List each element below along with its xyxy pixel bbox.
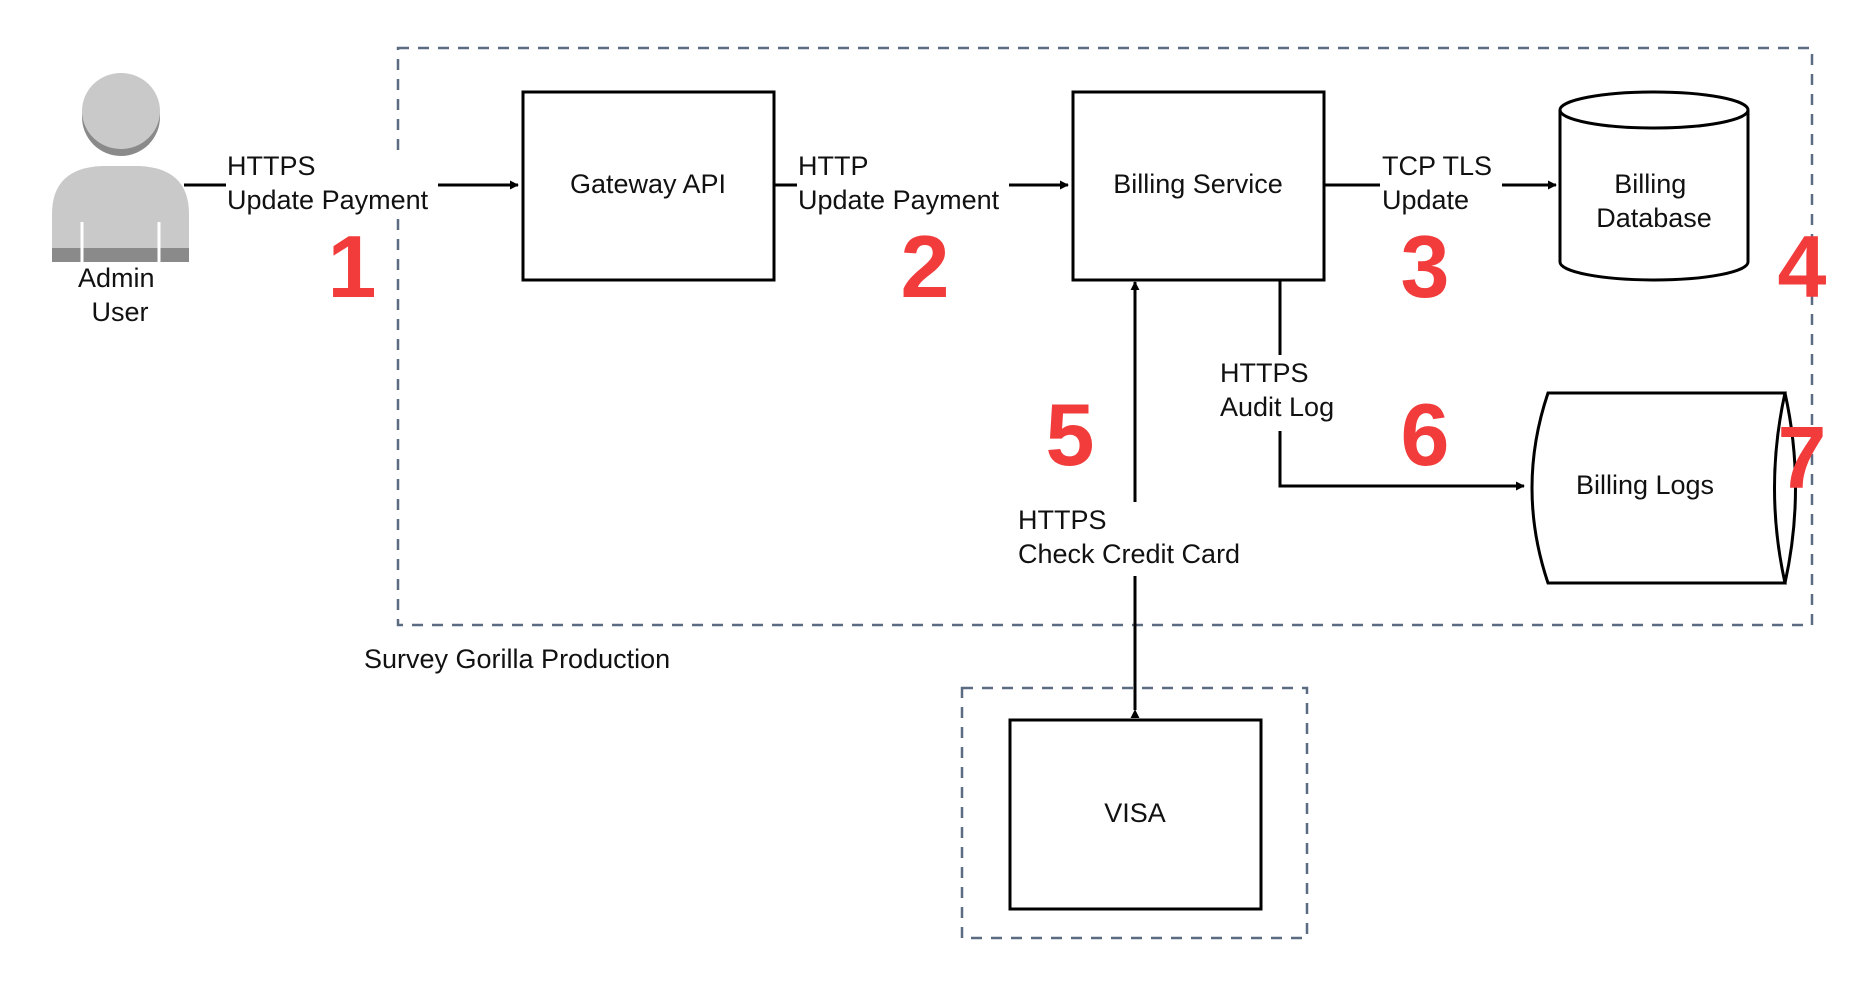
visa-node: VISA — [1008, 718, 1263, 911]
production-zone-border — [396, 46, 1814, 627]
billing-database-node: Billing Database — [1558, 90, 1750, 282]
billing-service-label: Billing Service — [1113, 169, 1283, 199]
edge-label-billing-to-database: TCP TLS Update — [1382, 151, 1500, 215]
production-zone-label: Survey Gorilla Production — [364, 644, 670, 674]
edge-action: Update Payment — [227, 185, 429, 215]
admin-user-node: Admin User — [52, 73, 189, 327]
billing-logs-node: Billing Logs — [1530, 391, 1797, 585]
edge-action: Update — [1382, 185, 1469, 215]
edge-action: Check Credit Card — [1018, 539, 1240, 569]
edge-protocol: TCP TLS — [1382, 151, 1492, 181]
edge-action: Audit Log — [1220, 392, 1334, 422]
billing-service-node: Billing Service — [1071, 90, 1326, 282]
edge-protocol: HTTPS — [1018, 505, 1107, 535]
visa-zone-border — [960, 686, 1309, 940]
billing-database-label-line: Database — [1596, 203, 1712, 233]
step-marker-5: 5 — [1046, 385, 1095, 484]
admin-user-label-line: User — [91, 297, 148, 327]
billing-database-label: Billing Database — [1596, 169, 1712, 233]
edge-label-gateway-to-billing: HTTP Update Payment — [798, 151, 1000, 215]
gateway-api-node: Gateway API — [521, 90, 776, 282]
edge-protocol: HTTPS — [227, 151, 316, 181]
step-marker-7: 7 — [1778, 408, 1827, 507]
gateway-api-label: Gateway API — [570, 169, 726, 199]
step-marker-2: 2 — [901, 217, 950, 316]
edge-protocol: HTTP — [798, 151, 868, 181]
admin-user-label: Admin User — [78, 263, 162, 327]
step-marker-1: 1 — [328, 217, 377, 316]
edge-label-billing-to-logs: HTTPS Audit Log — [1220, 358, 1334, 422]
admin-user-label-line: Admin — [78, 263, 155, 293]
billing-database-label-line: Billing — [1614, 169, 1686, 199]
step-marker-4: 4 — [1778, 217, 1827, 316]
step-marker-3: 3 — [1401, 217, 1450, 316]
edge-action: Update Payment — [798, 185, 1000, 215]
billing-logs-label: Billing Logs — [1576, 470, 1714, 500]
user-icon — [52, 73, 189, 264]
edge-protocol: HTTPS — [1220, 358, 1309, 388]
edge-billing-to-logs — [1278, 281, 1525, 491]
step-marker-6: 6 — [1401, 385, 1450, 484]
edge-label-user-to-gateway: HTTPS Update Payment — [227, 151, 429, 215]
visa-label: VISA — [1104, 798, 1166, 828]
edge-label-billing-to-visa: HTTPS Check Credit Card — [1018, 505, 1240, 569]
